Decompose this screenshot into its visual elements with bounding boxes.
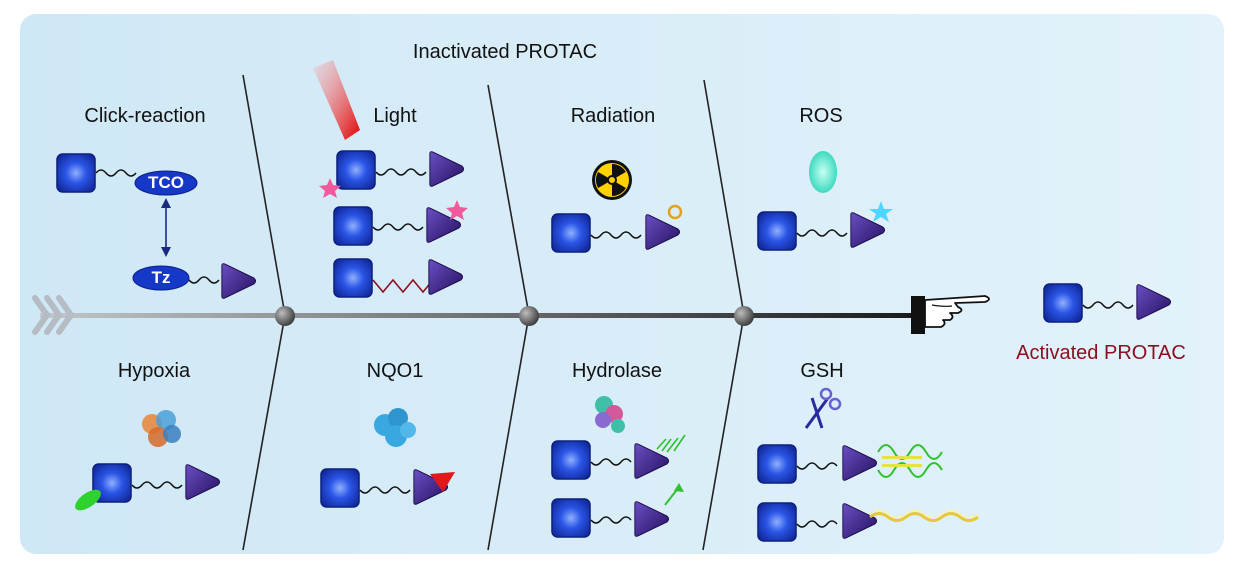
- tco-tag: [134, 170, 198, 196]
- section-label-radiation: Radiation: [570, 105, 656, 127]
- tz-label: Tz: [151, 268, 171, 287]
- pointing-hand-icon: [911, 295, 990, 334]
- pink-star-icon: [319, 178, 341, 198]
- section-label-ros: ROS: [799, 105, 843, 127]
- radiation-icon: [592, 160, 632, 200]
- divider-line-3-bottom: [702, 314, 745, 551]
- divider-line-1-top: [242, 74, 286, 316]
- section-label-light: Light: [373, 105, 417, 127]
- section-label-hypoxia: Hypoxia: [117, 360, 191, 382]
- axis-node-3: [734, 306, 754, 326]
- section-label-gsh: GSH: [800, 360, 844, 382]
- divider-line-2-top: [487, 84, 530, 316]
- ros-molecule-icon: [809, 151, 837, 193]
- tz-tag: [132, 265, 190, 291]
- protein-icon: [142, 410, 181, 447]
- pink-star-icon: [446, 200, 468, 220]
- background-panel: [20, 14, 1224, 554]
- section-label-hydrolase: Hydrolase: [571, 360, 663, 382]
- scissors-icon: [804, 387, 842, 429]
- axis-node-1: [275, 306, 295, 326]
- light-group: [313, 60, 468, 298]
- divider-line-3-top: [703, 79, 745, 316]
- protac-ligand-square: [56, 153, 96, 193]
- activated-protac-molecule: [1043, 283, 1172, 323]
- main-axis: [40, 313, 918, 318]
- hypoxia-group: [75, 410, 221, 511]
- radiation-group: [551, 160, 683, 253]
- hydrolase-group: [551, 396, 686, 538]
- light-beam-icon: [313, 60, 360, 140]
- gsh-group: [757, 387, 979, 542]
- tco-label: TCO: [148, 173, 184, 192]
- ros-group: [757, 151, 893, 251]
- activated-protac-label: Activated PROTAC: [1016, 342, 1186, 364]
- cyan-star-icon: [869, 201, 893, 222]
- diagram-title: Inactivated PROTAC: [412, 41, 598, 63]
- protein-icon: [595, 396, 625, 433]
- axis-node-2: [519, 306, 539, 326]
- divider-line-2-bottom: [487, 314, 530, 551]
- arrow-tail-icon: [32, 295, 75, 335]
- nqo1-group: [320, 408, 455, 508]
- section-label-nqo1: NQO1: [366, 360, 424, 382]
- section-label-click-reaction: Click-reaction: [84, 105, 206, 127]
- protein-icon: [374, 408, 416, 447]
- divider-line-1-bottom: [242, 314, 286, 551]
- click-reaction-group: [56, 153, 257, 299]
- peptide-helix: [877, 444, 943, 478]
